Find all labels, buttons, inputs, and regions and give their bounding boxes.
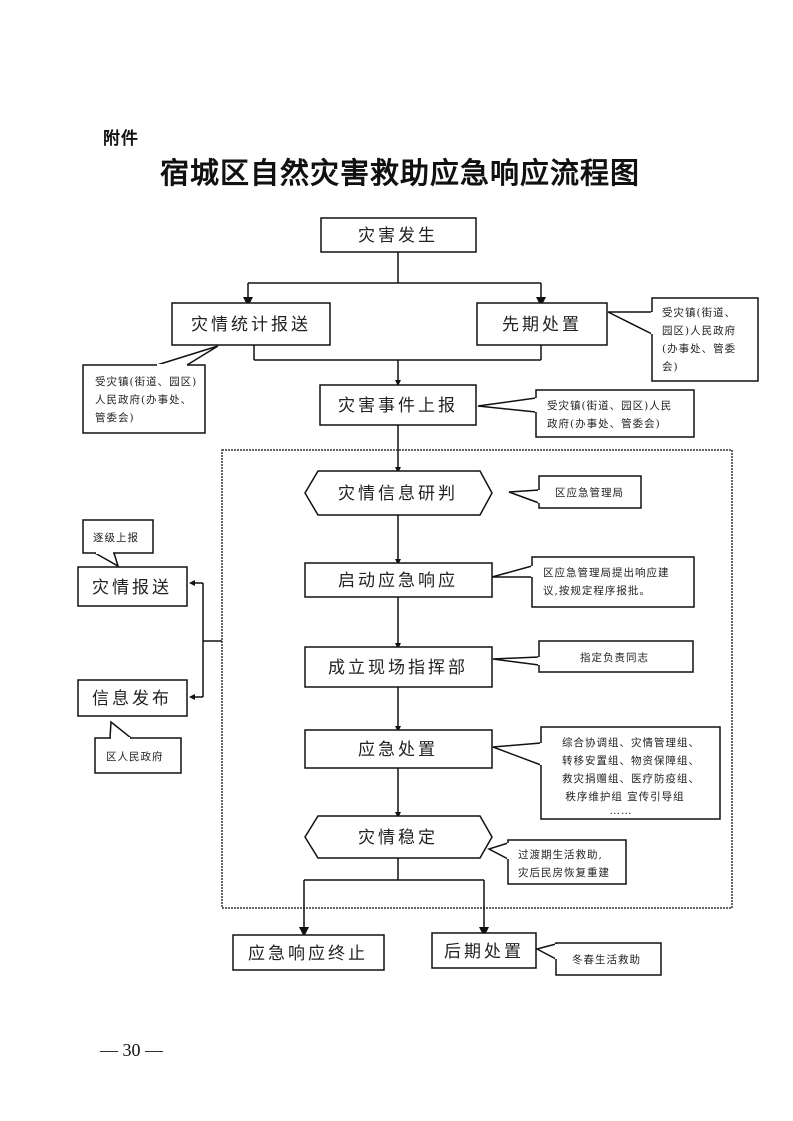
note-initial-disposal: 受灾镇(街道、 园区)人民政府 (办事处、管委 会) bbox=[607, 297, 759, 382]
node-label: 灾害发生 bbox=[358, 226, 438, 246]
note-line: 灾后民房恢复重建 bbox=[518, 866, 610, 879]
note-release: 区人民政府 bbox=[94, 720, 182, 774]
note-line: 人民政府(办事处、 bbox=[95, 393, 192, 406]
note-line: 指定负责同志 bbox=[580, 651, 649, 664]
note-line: 区人民政府 bbox=[106, 750, 164, 763]
node-label: 灾害事件上报 bbox=[338, 396, 458, 416]
node-disaster-stats-report: 灾情统计报送 bbox=[171, 302, 331, 346]
note-line: 区应急管理局 bbox=[555, 486, 624, 499]
note-line: 救灾捐赠组、医疗防疫组、 bbox=[562, 772, 700, 785]
note-line: 政府(办事处、管委会) bbox=[547, 417, 661, 430]
note-line: 冬春生活救助 bbox=[572, 953, 641, 966]
note-response: 区应急管理局提出响应建 议,按规定程序报批。 bbox=[491, 556, 695, 608]
note-line: 综合协调组、灾情管理组、 bbox=[562, 736, 700, 749]
node-label: 信息发布 bbox=[92, 689, 172, 709]
note-line: 会) bbox=[662, 360, 679, 373]
note-line: 秩序维护组 宣传引导组 bbox=[565, 790, 684, 803]
page-title: 宿城区自然灾害救助应急响应流程图 bbox=[160, 156, 641, 190]
node-label: 应急处置 bbox=[358, 740, 438, 760]
node-label: 后期处置 bbox=[444, 942, 524, 962]
note-line: 受灾镇(街道、园区)人民 bbox=[547, 399, 672, 412]
note-assessment: 区应急管理局 bbox=[508, 475, 642, 509]
note-line: 园区)人民政府 bbox=[662, 324, 736, 337]
node-initial-disposal: 先期处置 bbox=[476, 302, 608, 346]
note-line: 区应急管理局提出响应建 bbox=[543, 566, 670, 579]
note-stats-report: 受灾镇(街道、园区) 人民政府(办事处、 管委会) bbox=[82, 345, 219, 434]
note-line: 逐级上报 bbox=[93, 531, 139, 544]
node-label: 启动应急响应 bbox=[338, 571, 458, 591]
node-disaster-event-report: 灾害事件上报 bbox=[319, 384, 477, 426]
node-label: 灾情稳定 bbox=[358, 828, 438, 848]
emergency-frame bbox=[221, 449, 733, 909]
note-line: 管委会) bbox=[95, 411, 135, 424]
node-label: 应急响应终止 bbox=[248, 944, 368, 964]
node-label: 灾情统计报送 bbox=[191, 315, 311, 335]
node-start-emergency-response: 启动应急响应 bbox=[304, 562, 493, 598]
node-label: 成立现场指挥部 bbox=[328, 658, 468, 678]
node-disaster-occurs: 灾害发生 bbox=[320, 217, 477, 253]
note-line: 过渡期生活救助, bbox=[518, 848, 603, 861]
node-later-disposal: 后期处置 bbox=[431, 932, 537, 969]
note-line: 议,按规定程序报批。 bbox=[543, 584, 651, 597]
note-line: 受灾镇(街道、 bbox=[662, 306, 736, 319]
note-command: 指定负责同志 bbox=[492, 640, 694, 673]
connectors bbox=[189, 252, 546, 937]
node-label: 先期处置 bbox=[502, 315, 582, 335]
note-line: 转移安置组、物资保障组、 bbox=[562, 754, 700, 767]
node-disaster-stable: 灾情稳定 bbox=[304, 815, 493, 859]
node-label: 灾情报送 bbox=[92, 578, 172, 598]
note-later: 冬春生活救助 bbox=[534, 942, 662, 976]
note-disposal: 综合协调组、灾情管理组、 转移安置组、物资保障组、 救灾捐赠组、医疗防疫组、 秩… bbox=[492, 726, 721, 820]
node-label: 灾情信息研判 bbox=[338, 484, 458, 504]
note-stable: 过渡期生活救助, 灾后民房恢复重建 bbox=[487, 839, 627, 885]
node-info-release: 信息发布 bbox=[77, 679, 188, 717]
note-line: …… bbox=[610, 805, 633, 817]
note-event-report: 受灾镇(街道、园区)人民 政府(办事处、管委会) bbox=[477, 389, 695, 438]
attachment-label: 附件 bbox=[103, 129, 139, 149]
note-line: (办事处、管委 bbox=[662, 342, 736, 355]
page-number: — 30 — bbox=[100, 1040, 163, 1060]
node-info-assessment: 灾情信息研判 bbox=[304, 470, 493, 516]
note-line: 受灾镇(街道、园区) bbox=[95, 375, 197, 388]
node-response-termination: 应急响应终止 bbox=[232, 934, 385, 971]
note-report-up: 逐级上报 bbox=[82, 519, 154, 568]
node-establish-command: 成立现场指挥部 bbox=[304, 646, 493, 688]
node-emergency-disposal: 应急处置 bbox=[304, 729, 493, 769]
node-disaster-report: 灾情报送 bbox=[77, 566, 188, 607]
